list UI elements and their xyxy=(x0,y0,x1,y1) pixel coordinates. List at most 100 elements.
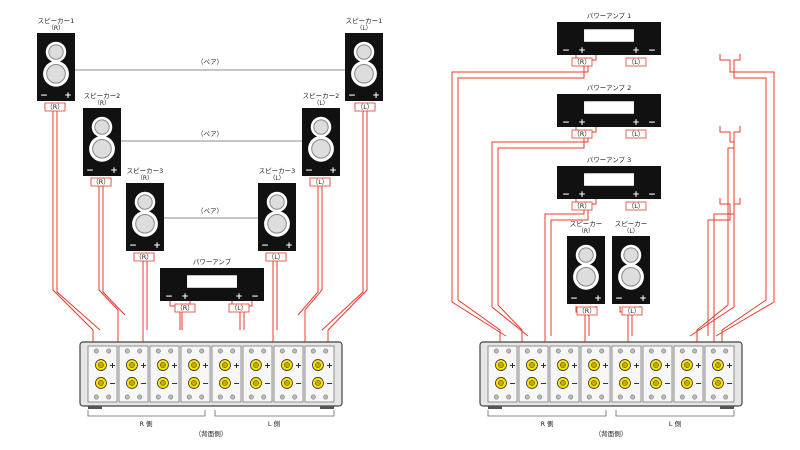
speaker-minus-label: − xyxy=(261,241,269,251)
speaker-wire xyxy=(713,198,741,366)
screw xyxy=(723,394,729,400)
screw xyxy=(599,348,605,354)
side-label-l: L 側 xyxy=(268,420,281,428)
terminal-minus-label: − xyxy=(326,379,333,388)
screw xyxy=(168,394,174,400)
woofer-cone xyxy=(621,266,641,287)
amp-tag-box xyxy=(625,129,647,139)
terminal-minus-label: − xyxy=(571,379,578,388)
terminal-slot xyxy=(611,345,642,403)
amp-tag-box xyxy=(625,57,647,67)
amp-title: パワーアンプ 1 xyxy=(587,12,632,20)
amp-plus-label: + xyxy=(181,292,189,302)
terminal-minus-label: − xyxy=(540,379,547,388)
screw xyxy=(261,394,267,400)
tweeter-cone xyxy=(313,119,329,135)
speaker-1-r: −+スピーカー1（R）（R） xyxy=(37,17,75,112)
screw xyxy=(568,348,574,354)
speaker-tag: （L） xyxy=(357,103,374,111)
speaker-channel: （L） xyxy=(356,25,371,32)
rear-caption: （背面側） xyxy=(595,429,628,438)
terminal-plus-label: + xyxy=(571,361,578,370)
channel-tag-box xyxy=(576,306,598,316)
speaker-wire xyxy=(707,198,731,336)
terminal-minus-label: − xyxy=(109,379,116,388)
channel-tag-box xyxy=(265,252,287,262)
panel-foot xyxy=(320,406,334,409)
screw xyxy=(506,394,512,400)
screw xyxy=(217,348,223,354)
terminal-minus-label: − xyxy=(202,379,209,388)
screw xyxy=(692,348,698,354)
terminal-minus-label: − xyxy=(171,379,178,388)
screw xyxy=(679,348,685,354)
terminal-slot xyxy=(149,345,180,403)
terminal-slot xyxy=(118,345,149,403)
amp-title: パワーアンプ 3 xyxy=(587,156,632,164)
binding-post-core xyxy=(653,380,659,386)
amp-tag-box xyxy=(571,201,593,211)
screw xyxy=(186,394,192,400)
channel-tag-box xyxy=(354,102,376,112)
amp-minus-label: − xyxy=(648,46,656,56)
tweeter-cone xyxy=(48,44,64,60)
amp-tag-l: （L） xyxy=(628,202,645,210)
screw xyxy=(692,394,698,400)
side-bracket-r xyxy=(87,410,206,417)
tweeter-cone xyxy=(137,194,153,210)
speaker-minus-label: − xyxy=(129,241,137,251)
screw xyxy=(599,394,605,400)
speaker-r: −+スピーカー（R）（R） xyxy=(567,220,605,316)
screw xyxy=(537,394,543,400)
amp-plus-label: + xyxy=(578,190,586,200)
speaker-minus-label: − xyxy=(305,166,313,176)
speaker-plus-label: + xyxy=(329,166,337,176)
terminal-slot xyxy=(549,345,580,403)
screw xyxy=(186,348,192,354)
binding-post-core xyxy=(622,362,628,368)
speaker-channel: （R） xyxy=(48,25,64,32)
side-label-r: R 側 xyxy=(540,420,554,428)
binding-post-core xyxy=(253,362,259,368)
screw xyxy=(199,348,205,354)
binding-post-core xyxy=(653,362,659,368)
binding-post-core xyxy=(529,380,535,386)
amp-display xyxy=(584,173,634,186)
screw xyxy=(199,394,205,400)
speaker-wire xyxy=(696,126,741,366)
tweeter-cone xyxy=(623,247,639,263)
screw xyxy=(630,348,636,354)
screw xyxy=(648,348,654,354)
speaker-title: スピーカー xyxy=(570,220,603,228)
speaker-wire xyxy=(491,126,597,337)
binding-post-core xyxy=(191,362,197,368)
amp-plus-label: + xyxy=(632,118,640,128)
speaker-wire xyxy=(550,198,597,336)
binding-post-core xyxy=(498,380,504,386)
speaker-tag: （L） xyxy=(312,178,329,186)
screw xyxy=(323,394,329,400)
terminal-minus-label: − xyxy=(695,379,702,388)
screw xyxy=(137,394,143,400)
screw xyxy=(506,348,512,354)
speaker-wire xyxy=(146,253,155,330)
screw xyxy=(124,348,130,354)
screw xyxy=(230,348,236,354)
tweeter-cone xyxy=(356,44,372,60)
speaker-l: −+スピーカー（L）（L） xyxy=(612,220,650,316)
binding-post-core xyxy=(315,362,321,368)
power-amp-3: −++−パワーアンプ 3（R）（L） xyxy=(557,156,661,211)
woofer-cone xyxy=(46,63,66,84)
speaker-wire xyxy=(297,178,319,316)
terminal-slot xyxy=(487,345,518,403)
speaker-minus-label: − xyxy=(615,294,623,304)
screw xyxy=(106,348,112,354)
terminal-slot xyxy=(180,345,211,403)
speaker-tag: （R） xyxy=(135,253,153,261)
terminal-minus-label: − xyxy=(602,379,609,388)
screw xyxy=(93,348,99,354)
woofer-cone xyxy=(311,138,331,159)
amp-minus-label: − xyxy=(648,190,656,200)
speaker-minus-label: − xyxy=(86,166,94,176)
terminal-plus-label: + xyxy=(326,361,333,370)
